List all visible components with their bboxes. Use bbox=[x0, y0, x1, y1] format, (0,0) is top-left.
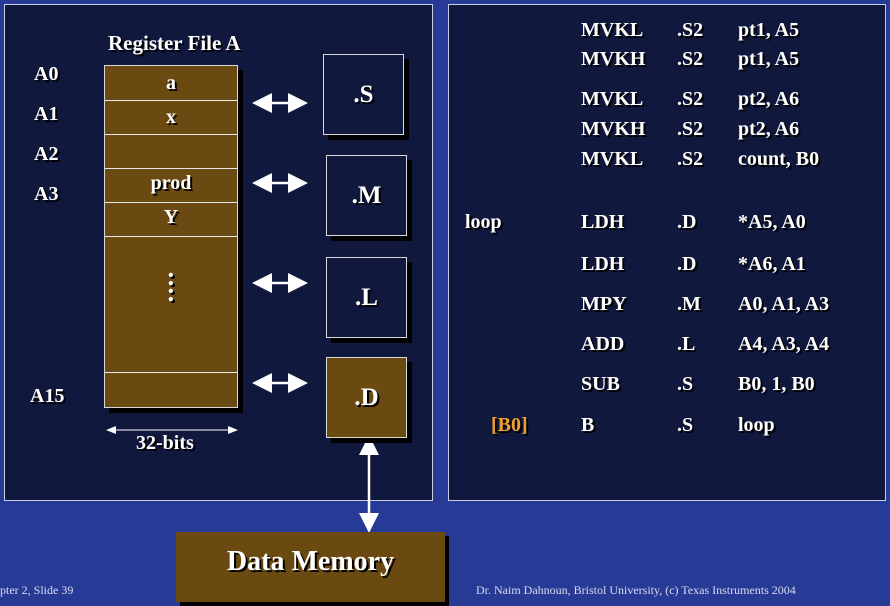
register-file-block: a x prod Y : : bbox=[104, 65, 238, 408]
bit-width-label: 32-bits bbox=[136, 432, 194, 454]
code-line: loop LDH .D *A5, A0 bbox=[465, 211, 806, 233]
register-label-a1: A1 bbox=[34, 103, 59, 125]
register-cell-a1: x bbox=[166, 106, 176, 128]
register-ellipsis: : bbox=[166, 262, 176, 291]
register-label-a2: A2 bbox=[34, 143, 59, 165]
register-cell-a0: a bbox=[166, 72, 176, 94]
register-file-title: Register File A bbox=[108, 31, 241, 55]
slide-number: pter 2, Slide 39 bbox=[0, 583, 74, 597]
register-label-a0: A0 bbox=[34, 63, 59, 85]
code-line: MPY .M A0, A1, A3 bbox=[581, 293, 830, 315]
code-line: MVKL .S2 pt1, A5 bbox=[581, 19, 800, 41]
code-line: SUB .S B0, 1, B0 bbox=[581, 373, 815, 395]
code-line: MVKH .S2 pt2, A6 bbox=[581, 118, 800, 140]
code-line: ADD .L A4, A3, A4 bbox=[581, 333, 830, 355]
slide-credit: Dr. Naim Dahnoun, Bristol University, (c… bbox=[476, 583, 796, 597]
code-line: MVKL .S2 pt2, A6 bbox=[581, 88, 800, 110]
register-label-a15: A15 bbox=[30, 385, 65, 407]
code-line: LDH .D *A6, A1 bbox=[581, 253, 806, 275]
register-cell-a3: prod bbox=[150, 172, 192, 194]
data-memory-block: Data Memory bbox=[176, 532, 445, 602]
code-line: MVKL .S2 count, B0 bbox=[581, 148, 820, 170]
register-label-a3: A3 bbox=[34, 183, 59, 205]
assembly-code-panel: MVKL .S2 pt1, A5 MVKH .S2 pt1, A5 MVKL .… bbox=[448, 4, 886, 501]
code-line: MVKH .S2 pt1, A5 bbox=[581, 48, 800, 70]
unit-d: .D bbox=[326, 357, 407, 438]
register-cell-a4: Y bbox=[163, 206, 179, 228]
unit-m: .M bbox=[326, 155, 407, 236]
unit-l: .L bbox=[326, 257, 407, 338]
register-ellipsis-2: : bbox=[166, 278, 176, 307]
code-line: [B0] B .S loop bbox=[491, 414, 775, 436]
unit-s: .S bbox=[323, 54, 404, 135]
